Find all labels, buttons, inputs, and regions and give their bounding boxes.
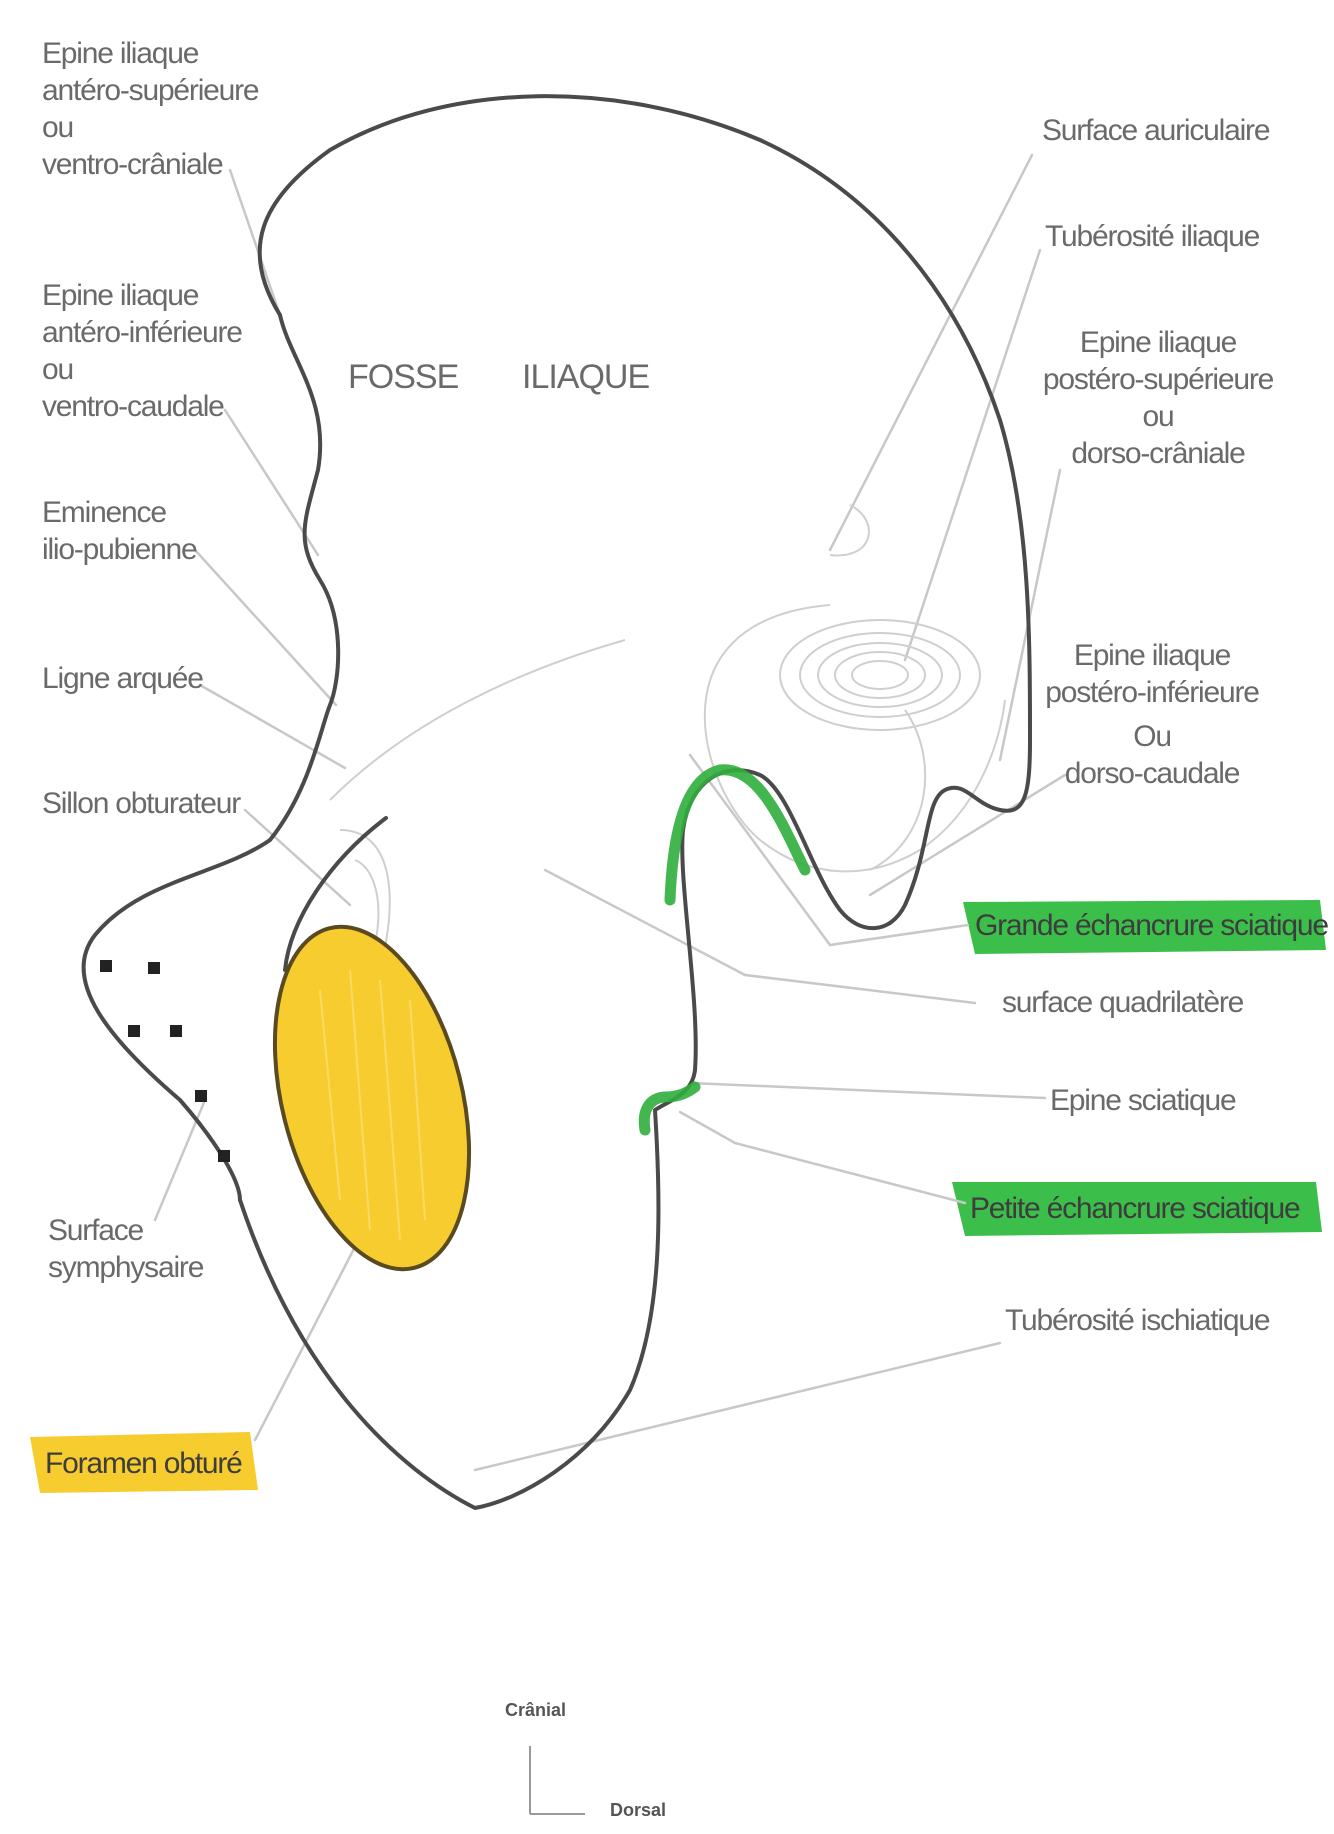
surface-quadrilatere-label: surface quadrilatère [1002, 986, 1244, 1019]
fosse-label: FOSSE [348, 358, 459, 396]
svg-text:Epine iliaque: Epine iliaque [42, 279, 199, 312]
surface-auriculaire-label: Surface auriculaire [1042, 114, 1270, 147]
hip-bone-outline [240, 96, 1030, 1508]
svg-text:Epine iliaque: Epine iliaque [42, 37, 199, 70]
dorsal-label: Dorsal [610, 1800, 666, 1820]
grande-echancrure-label: Grande échancrure sciatique [975, 909, 1328, 942]
svg-text:Eminence: Eminence [42, 496, 166, 529]
svg-text:ventro-crâniale: ventro-crâniale [42, 148, 223, 181]
ligne-arquee-label: Ligne arquée [42, 662, 203, 695]
svg-text:postéro-supérieure: postéro-supérieure [1043, 363, 1274, 396]
foramen-obture-shape [242, 906, 501, 1289]
svg-text:Epine iliaque: Epine iliaque [1074, 639, 1231, 672]
epine-post-sup-label: Epine iliaque postéro-supérieure ou dors… [1043, 326, 1274, 470]
svg-text:Epine iliaque: Epine iliaque [1080, 326, 1237, 359]
svg-text:postéro-inférieure: postéro-inférieure [1045, 676, 1259, 709]
svg-text:ou: ou [42, 353, 73, 386]
surface-symphysaire-label: Surface symphysaire [48, 1214, 204, 1284]
grande-echancrure-stroke [670, 770, 805, 900]
sillon-obturateur-label: Sillon obturateur [42, 787, 241, 820]
petite-echancrure-label: Petite échancrure sciatique [970, 1192, 1300, 1225]
eminence-label: Eminence ilio-pubienne [42, 496, 197, 566]
tuberosite-ischiatique-label: Tubérosité ischiatique [1005, 1304, 1270, 1337]
svg-text:ventro-caudale: ventro-caudale [42, 390, 224, 423]
iliaque-label: ILIAQUE [522, 358, 649, 396]
svg-text:ou: ou [42, 111, 73, 144]
petite-echancrure-stroke [644, 1087, 695, 1130]
tuberosite-iliaque-label: Tubérosité iliaque [1045, 220, 1260, 253]
symphyseal-dots [100, 960, 230, 1162]
svg-text:antéro-supérieure: antéro-supérieure [42, 74, 259, 107]
svg-text:dorso-caudale: dorso-caudale [1065, 757, 1240, 790]
epine-ant-sup-label: Epine iliaque antéro-supérieure ou ventr… [42, 37, 259, 181]
svg-text:ou: ou [1143, 400, 1174, 433]
svg-text:Ou: Ou [1133, 720, 1171, 753]
foramen-obture-label: Foramen obturé [45, 1447, 242, 1480]
epine-ant-inf-label: Epine iliaque antéro-inférieure ou ventr… [42, 279, 242, 423]
svg-text:ilio-pubienne: ilio-pubienne [42, 533, 197, 566]
cranial-label: Crânial [505, 1700, 566, 1720]
epine-sciatique-label: Epine sciatique [1050, 1084, 1236, 1117]
svg-text:Surface: Surface [48, 1214, 144, 1247]
orientation-indicator: Crânial Dorsal [505, 1700, 666, 1820]
epine-post-inf-label: Epine iliaque postéro-inférieure Ou dors… [1045, 639, 1259, 790]
svg-text:dorso-crâniale: dorso-crâniale [1071, 437, 1245, 470]
svg-text:symphysaire: symphysaire [48, 1251, 204, 1284]
svg-text:antéro-inférieure: antéro-inférieure [42, 316, 242, 349]
